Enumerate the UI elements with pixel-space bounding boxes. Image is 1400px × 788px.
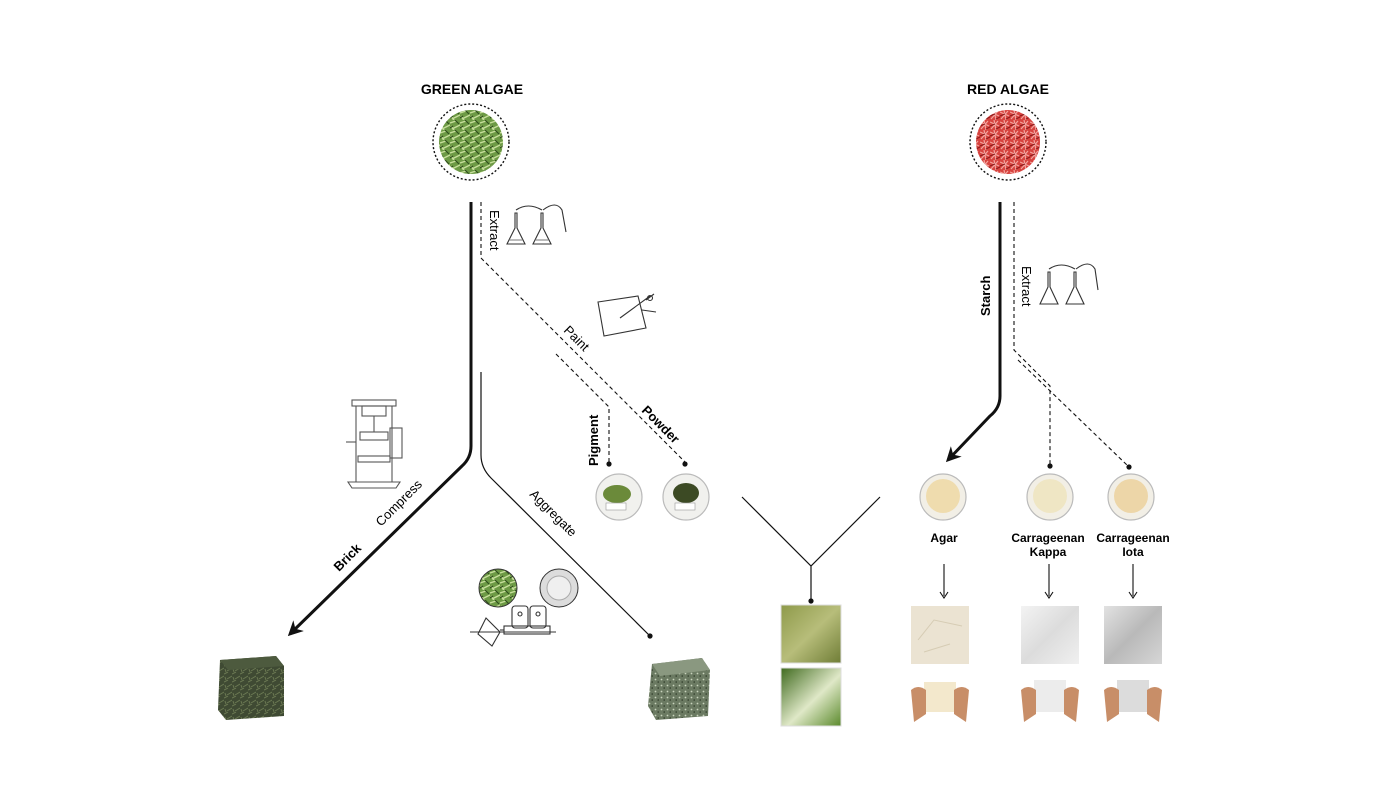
starch-path bbox=[945, 202, 1002, 463]
agar-sheet-texture bbox=[917, 619, 963, 653]
hydraulic-press-icon bbox=[346, 399, 403, 489]
pigment-path bbox=[555, 353, 610, 462]
green-extract-label: Extract bbox=[487, 210, 502, 251]
starch-label: Starch bbox=[978, 275, 993, 316]
iota-sheet bbox=[1104, 606, 1162, 664]
aggregate-path-end bbox=[647, 633, 653, 639]
aggregate-path bbox=[480, 372, 651, 637]
green-algae-title: GREEN ALGAE bbox=[421, 81, 523, 97]
extraction-flasks-icon bbox=[506, 204, 567, 245]
kappa-dish bbox=[1026, 473, 1074, 521]
kappa-hands-photo bbox=[1021, 670, 1079, 726]
aggregate-label: Aggregate bbox=[527, 487, 580, 540]
agar-hands-photo bbox=[911, 670, 969, 726]
green-algae-node bbox=[432, 103, 510, 181]
iota-label-line1: Carrageenan bbox=[1096, 531, 1169, 545]
powder-path-end bbox=[682, 461, 688, 467]
aggregate-mixer-icon bbox=[470, 568, 579, 647]
red-algae-node bbox=[969, 103, 1047, 181]
merge-lines bbox=[741, 496, 881, 601]
red-extract-label: Extract bbox=[1019, 266, 1034, 307]
extract-path bbox=[480, 202, 686, 463]
paint-label: Paint bbox=[561, 323, 593, 355]
kappa-path bbox=[1013, 202, 1051, 464]
iota-hands-photo bbox=[1104, 670, 1162, 726]
iota-path bbox=[1017, 359, 1129, 467]
brick-label: Brick bbox=[331, 540, 365, 574]
brick-block bbox=[218, 656, 284, 720]
kappa-label-line1: Carrageenan bbox=[1011, 531, 1084, 545]
kappa-sheet bbox=[1021, 606, 1079, 664]
agar-sheet bbox=[911, 606, 969, 664]
green-sheet-flat bbox=[780, 604, 842, 664]
powder-label: Powder bbox=[639, 403, 683, 447]
powder-dish bbox=[662, 473, 710, 521]
green-sheet-textured bbox=[780, 667, 842, 727]
red-algae-title: RED ALGAE bbox=[967, 81, 1049, 97]
red-extraction-flasks-icon bbox=[1039, 263, 1099, 305]
kappa-label-line2: Kappa bbox=[1030, 545, 1067, 559]
kappa-path-end bbox=[1047, 463, 1053, 469]
agar-label: Agar bbox=[930, 531, 958, 545]
iota-dish bbox=[1107, 473, 1155, 521]
paint-brush-icon bbox=[597, 293, 657, 337]
pigment-label: Pigment bbox=[586, 414, 601, 466]
agar-dish bbox=[919, 473, 967, 521]
product-arrows bbox=[939, 564, 1138, 599]
iota-path-end bbox=[1126, 464, 1132, 470]
pigment-path-end bbox=[606, 461, 612, 467]
iota-label-line2: Iota bbox=[1122, 545, 1144, 559]
brick-path bbox=[287, 202, 473, 637]
merge-end bbox=[808, 598, 814, 604]
aggregate-block bbox=[648, 658, 710, 720]
pigment-dish bbox=[595, 473, 643, 521]
